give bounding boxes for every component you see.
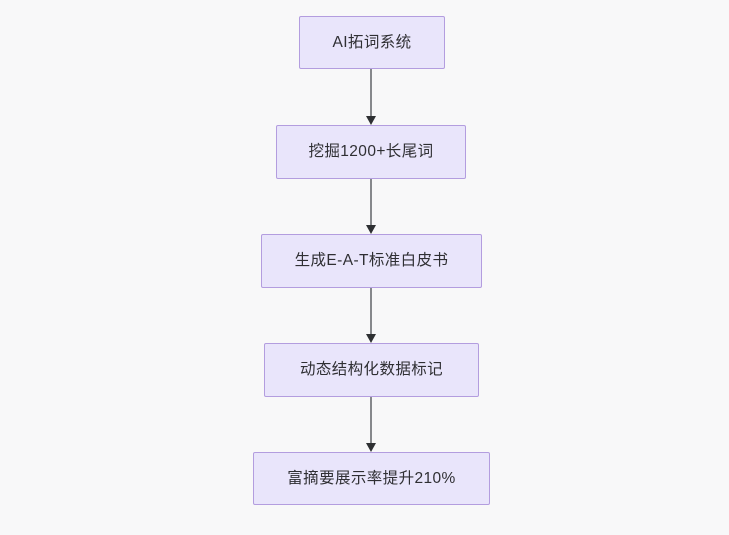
flowchart-node-label: 富摘要展示率提升210% (287, 469, 456, 487)
arrowhead-down-icon (366, 225, 376, 234)
edge-line (370, 69, 372, 116)
arrowhead-down-icon (366, 334, 376, 343)
flowchart-node-5[interactable]: 富摘要展示率提升210% (253, 452, 490, 505)
edge-line (370, 397, 372, 443)
edge-line (370, 288, 372, 334)
flowchart-node-4[interactable]: 动态结构化数据标记 (264, 343, 479, 397)
flowchart-node-label: 动态结构化数据标记 (299, 361, 444, 379)
flowchart-node-2[interactable]: 挖掘1200+长尾词 (276, 125, 466, 179)
flowchart-node-1[interactable]: AI拓词系统 (299, 16, 445, 69)
arrowhead-down-icon (366, 443, 376, 452)
edge-line (370, 179, 372, 225)
flowchart-node-label: AI拓词系统 (332, 33, 412, 51)
flowchart-node-label: 生成E-A-T标准白皮书 (294, 252, 449, 270)
flowchart-node-3[interactable]: 生成E-A-T标准白皮书 (261, 234, 482, 288)
arrowhead-down-icon (366, 116, 376, 125)
flowchart-node-label: 挖掘1200+长尾词 (308, 143, 434, 161)
